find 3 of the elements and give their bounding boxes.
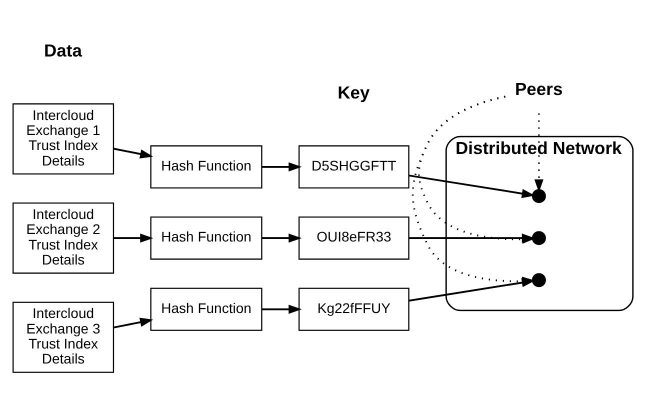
- node-text: Peers: [515, 78, 563, 99]
- label: Data: [44, 40, 82, 60]
- label: Key: [338, 82, 370, 102]
